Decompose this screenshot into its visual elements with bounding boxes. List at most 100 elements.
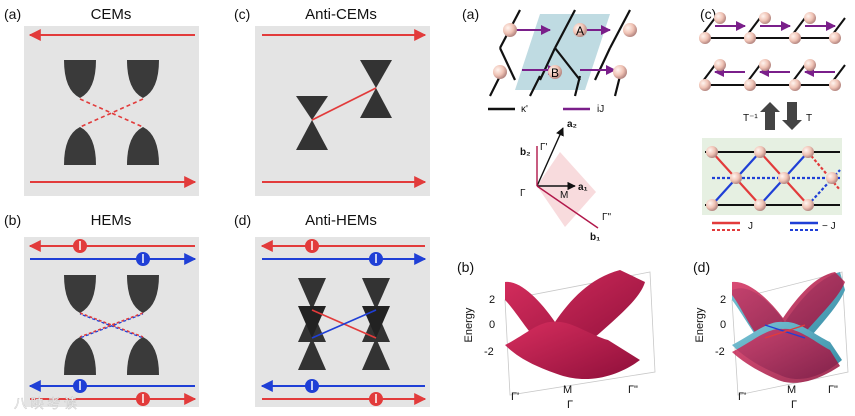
edge-crossing-dashed: [79, 98, 144, 128]
x-tick-gamma-double-prime: Γ": [628, 384, 638, 396]
vector-a2: [536, 127, 564, 187]
label-m: M: [560, 190, 568, 201]
edge-connection-line: [311, 87, 377, 121]
legend-kappa-label: κ': [521, 104, 528, 115]
label-b1: b₁: [590, 232, 600, 243]
panel-title-hems: HEMs: [91, 212, 132, 229]
legend-j-label: J: [748, 221, 753, 232]
label-a1: a₁: [578, 182, 588, 193]
label-gamma: Γ: [520, 188, 526, 199]
upper-band-right: [127, 275, 159, 313]
dirac-cone-right-upper: [362, 278, 390, 310]
x-tick-m: M: [787, 384, 796, 396]
lower-band-surface: [505, 321, 640, 380]
edge-crossing-red: [79, 312, 144, 338]
watermark: 八 映 考 读: [14, 396, 77, 411]
kappa-bonds: [489, 9, 631, 97]
y-tick-2: 2: [489, 294, 495, 306]
panel-background: [255, 237, 430, 407]
legend-neg-j-label: − J: [822, 221, 836, 232]
dirac-cone-right-lower: [362, 306, 390, 338]
panel-tag-b-right: (b): [457, 259, 474, 275]
edge-state-red: [764, 324, 806, 339]
reciprocal-vectors: a₂ a₁ b₂ Γ' b₁ Γ" Γ M: [520, 119, 612, 243]
y-tick-0: 0: [720, 319, 726, 331]
upper-band-left: [64, 60, 96, 98]
lattice-sites: [493, 23, 637, 79]
x-tick-gamma-double-prime: Γ": [828, 384, 838, 396]
dirac-cone-right-bottom: [360, 88, 392, 118]
dirac-cone-left-bottom: [296, 120, 328, 150]
y-axis-label: Energy: [463, 307, 475, 342]
lower-band-left: [64, 337, 96, 375]
panel-tag-c-left: (c): [234, 6, 250, 22]
label-gamma-prime: Γ': [540, 142, 548, 153]
edge-crossing-blue: [79, 313, 144, 339]
plot-box: [731, 271, 849, 396]
vector-b1: [536, 185, 599, 229]
y-tick-0: 0: [489, 319, 495, 331]
panel-title-cems: CEMs: [91, 6, 132, 23]
up-arrow-icon: [760, 102, 780, 130]
lower-band-right: [127, 127, 159, 165]
top-layer-sites: [699, 12, 841, 44]
lower-band-right: [127, 337, 159, 375]
label-a2: a₂: [567, 119, 577, 130]
bottom-layer-bonds: [705, 151, 840, 206]
x-tick-gamma-prime: Γ': [511, 391, 519, 403]
y-axis-label: Energy: [694, 307, 706, 342]
x-tick-m: M: [563, 384, 572, 396]
panel-background: [24, 26, 199, 196]
panel-cems: (a) CEMs: [4, 6, 199, 196]
lower-band-surface-red: [732, 328, 840, 383]
x-tick-gamma-prime: Γ': [738, 391, 746, 403]
dirac-cone-left-lower: [298, 306, 326, 338]
brillouin-zone: [537, 152, 596, 227]
panel-hems: (b) HEMs: [4, 212, 199, 407]
panel-anti-hems: (d) Anti-HEMs: [234, 212, 430, 407]
panel-tag-a-right: (a): [462, 6, 479, 22]
site-a-label: A: [576, 24, 584, 38]
edge-connection-blue: [311, 309, 377, 339]
panel-title-anti-hems: Anti-HEMs: [305, 212, 377, 229]
panel-anti-cems: (c) Anti-CEMs: [234, 6, 430, 196]
panel-tag-d-left: (d): [234, 212, 251, 228]
panel-title-anti-cems: Anti-CEMs: [305, 6, 377, 23]
dirac-cone-left-top: [296, 96, 328, 120]
lower-band-left: [64, 127, 96, 165]
panel-tag-c-right: (c): [700, 6, 716, 22]
down-arrow-icon: [782, 102, 802, 130]
edge-crossing-dashed: [79, 98, 144, 128]
label-b2: b₂: [520, 147, 531, 158]
dirac-cone-right-lower-bottom: [362, 338, 390, 370]
panel-tag-a-left: (a): [4, 6, 21, 22]
dirac-cone-left-upper: [298, 278, 326, 310]
middle-layer-sites: [699, 59, 841, 91]
band-plot-d: (d) Energy 2 0 -2 Γ' M Γ Γ": [693, 259, 849, 411]
legend-ij-label: iJ: [597, 104, 604, 115]
lattice-panel-c: (c): [699, 6, 846, 232]
dirac-cone-right-top: [360, 60, 392, 88]
panel-background: [24, 237, 199, 407]
edge-crossing-red: [79, 312, 144, 338]
x-sub-gamma: Γ: [791, 399, 797, 411]
bottom-layer-sites: [706, 146, 838, 211]
lattice-panel-a: (a) A B: [462, 6, 637, 115]
y-tick-neg2: -2: [715, 346, 725, 358]
panel-tag-d-right: (d): [693, 259, 710, 275]
band-plot-b: (b) Energy 2 0 -2 Γ' M Γ Γ": [457, 259, 656, 411]
y-tick-neg2: -2: [484, 346, 494, 358]
label-gamma-double-prime: Γ": [602, 212, 612, 223]
panel-background: [255, 26, 430, 196]
bottom-lattice-shading: [702, 138, 842, 215]
y-tick-2: 2: [720, 294, 726, 306]
label-t: T: [806, 113, 812, 124]
dirac-cone-left-lower-bottom: [298, 338, 326, 370]
site-b-label: B: [551, 66, 559, 80]
upper-band-right: [127, 60, 159, 98]
label-t-inverse: T⁻¹: [743, 113, 758, 124]
x-sub-gamma: Γ: [567, 399, 573, 411]
panel-tag-b-left: (b): [4, 212, 21, 228]
upper-band-left: [64, 275, 96, 313]
